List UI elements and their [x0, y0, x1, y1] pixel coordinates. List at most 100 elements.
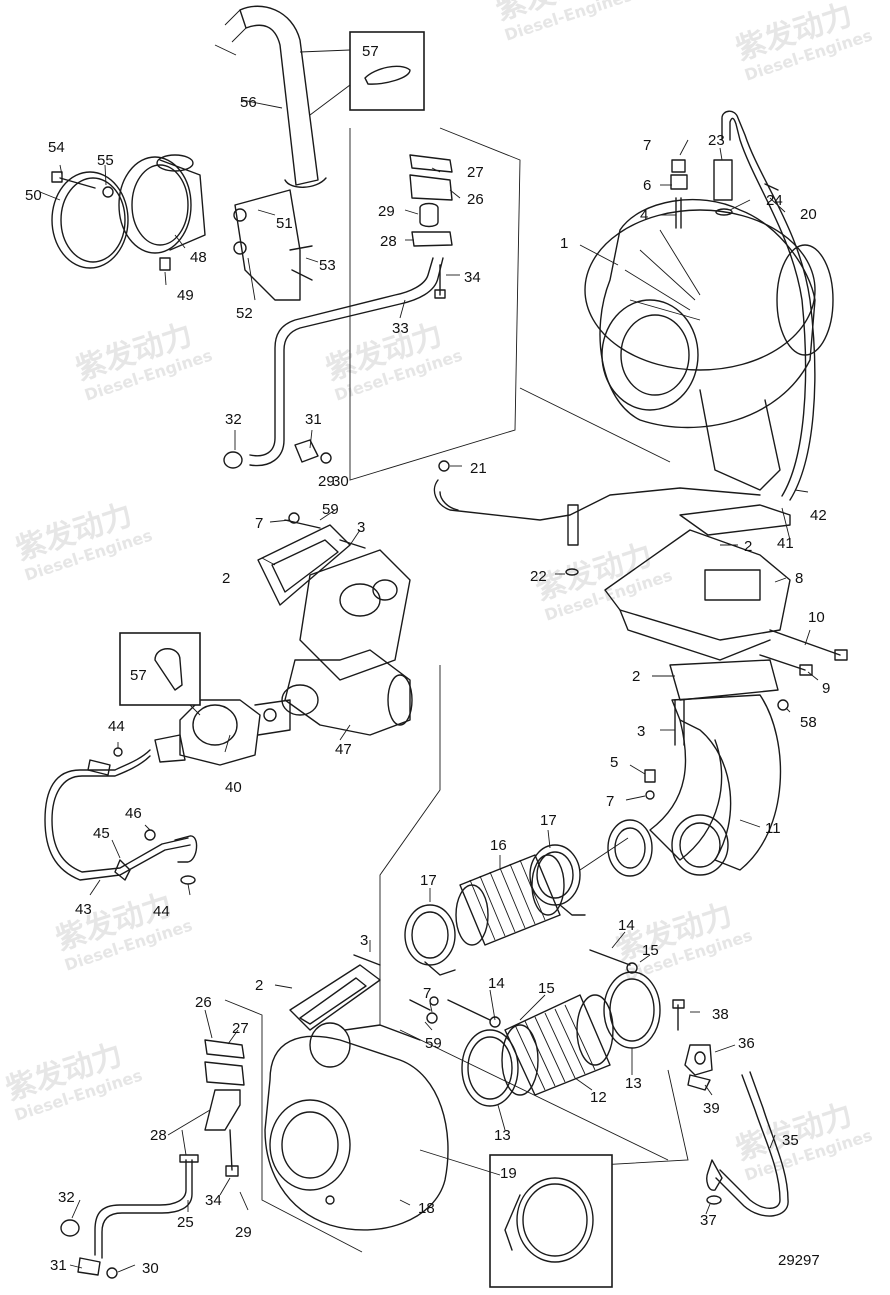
callout-29: 29 [235, 1224, 252, 1241]
wastegate-actuator-40 [154, 699, 291, 766]
callout-13: 13 [494, 1127, 511, 1144]
callout-12: 12 [590, 1089, 607, 1106]
callout-8: 8 [795, 570, 803, 587]
bracket-51 [233, 189, 301, 301]
oil-pipe-21-22 [433, 460, 761, 576]
callout-33: 33 [392, 320, 409, 337]
callout-7: 7 [606, 793, 614, 810]
gasket-2-and-flange [257, 512, 411, 681]
callout-36: 36 [738, 1035, 755, 1052]
bellows-16 [455, 854, 565, 946]
callout-30: 30 [142, 1260, 159, 1277]
sensor-cable-43 [44, 747, 198, 885]
callout-11: 11 [765, 820, 781, 837]
callout-18: 18 [418, 1200, 435, 1217]
callout-42: 42 [810, 507, 827, 524]
callout-24: 24 [766, 192, 783, 209]
clamps-17 [404, 837, 629, 976]
sleeve-48 [118, 154, 206, 254]
bolts-54-55-49-53 [51, 171, 313, 281]
oil-pipe-35 [672, 999, 789, 1217]
detail-box-57-top [299, 31, 425, 116]
callout-2: 2 [632, 668, 640, 685]
oil-return-pipe-25 [60, 1089, 241, 1279]
clamp-50 [51, 171, 129, 269]
air-pipe-56 [214, 5, 327, 188]
callout-13: 13 [625, 1075, 642, 1092]
callout-28: 28 [380, 233, 397, 250]
callout-27: 27 [467, 164, 484, 181]
box-57-middle [119, 632, 201, 716]
callout-58: 58 [800, 714, 817, 731]
callout-2: 2 [744, 538, 752, 555]
callout-34: 34 [464, 269, 481, 286]
callout-57: 57 [130, 667, 147, 684]
callout-7: 7 [423, 985, 431, 1002]
callout-40: 40 [225, 779, 242, 796]
callout-35: 35 [782, 1132, 799, 1149]
oil-return-pipe-33 [223, 257, 444, 469]
callout-9: 9 [822, 680, 830, 697]
callout-43: 43 [75, 901, 92, 918]
bellows-12 [501, 994, 614, 1096]
callout-22: 22 [530, 568, 547, 585]
callout-51: 51 [276, 215, 293, 232]
flange-parts-26-29 [409, 154, 453, 299]
callout-50: 50 [25, 187, 42, 204]
detail-box-19 [419, 1149, 613, 1288]
turbocharger-1 [584, 198, 834, 491]
drawing-number: 29297 [778, 1252, 820, 1269]
callout-17: 17 [540, 812, 557, 829]
turbocharger-18 [264, 964, 449, 1231]
callout-20: 20 [800, 206, 817, 223]
oil-feed-pipe-20 [721, 110, 816, 501]
callout-48: 48 [190, 249, 207, 266]
callout-5: 5 [610, 754, 618, 771]
callout-55: 55 [97, 152, 114, 169]
callout-38: 38 [712, 1006, 729, 1023]
callout-49: 49 [177, 287, 194, 304]
callout-27: 27 [232, 1020, 249, 1037]
callout-17: 17 [420, 872, 437, 889]
callout-28: 28 [150, 1127, 167, 1144]
exhaust-elbow-8 [604, 504, 791, 661]
callout-26: 26 [195, 994, 212, 1011]
callout-14: 14 [618, 917, 635, 934]
callout-2: 2 [222, 570, 230, 587]
callout-29: 29 [378, 203, 395, 220]
callout-25: 25 [177, 1214, 194, 1231]
assembly-frame-lines [224, 127, 689, 1253]
fittings-4-6-7-23-24 [670, 159, 733, 229]
callout-53: 53 [319, 257, 336, 274]
callout-2: 2 [255, 977, 263, 994]
callout-46: 46 [125, 805, 142, 822]
callout-45: 45 [93, 825, 110, 842]
bolts-9-10 [759, 629, 848, 676]
callout-16: 16 [490, 837, 507, 854]
callout-32: 32 [58, 1189, 75, 1206]
flange-parts-26-27-lower [204, 1039, 245, 1086]
callout-44: 44 [108, 718, 125, 735]
callout-29: 29 [318, 473, 335, 490]
callout-3: 3 [637, 723, 645, 740]
callout-59: 59 [425, 1035, 442, 1052]
callout-6: 6 [643, 177, 651, 194]
callout-41: 41 [777, 535, 794, 552]
turbine-housing-47 [281, 649, 413, 736]
callout-14: 14 [488, 975, 505, 992]
lower-flange-2-3 [353, 954, 439, 1006]
callout-10: 10 [808, 609, 825, 626]
callout-44: 44 [153, 903, 170, 920]
callout-21: 21 [470, 460, 487, 477]
callout-47: 47 [335, 741, 352, 758]
callout-31: 31 [305, 411, 322, 428]
callout-30: 30 [332, 473, 349, 490]
callout-39: 39 [703, 1100, 720, 1117]
callout-3: 3 [357, 519, 365, 536]
callout-26: 26 [467, 191, 484, 208]
callout-15: 15 [538, 980, 555, 997]
callout-54: 54 [48, 139, 65, 156]
callout-19: 19 [500, 1165, 517, 1182]
callout-7: 7 [643, 137, 651, 154]
callout-34: 34 [205, 1192, 222, 1209]
